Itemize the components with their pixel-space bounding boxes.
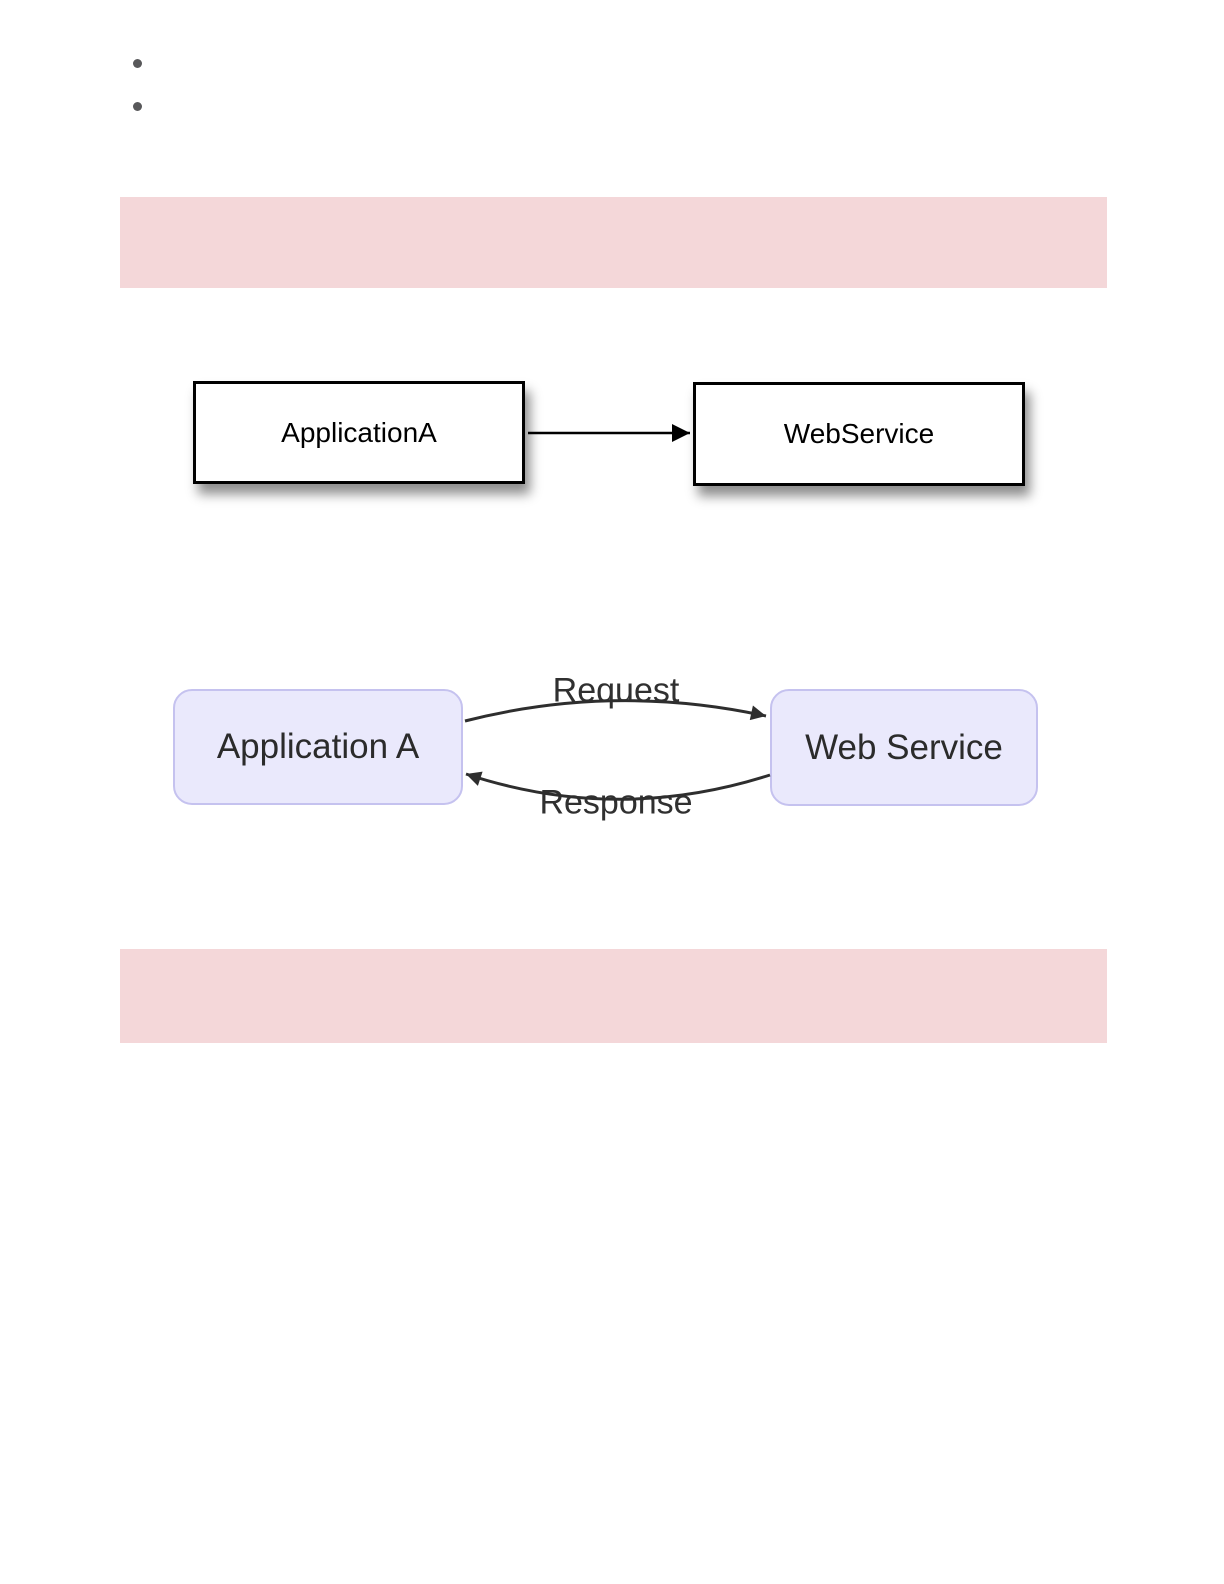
node-application-a: Application A	[173, 689, 463, 805]
edge-label-response: Response	[539, 783, 693, 822]
node-webservice: WebService	[693, 382, 1025, 486]
node-application-a-label: Application A	[216, 727, 420, 766]
bullet-marker	[133, 102, 142, 111]
node-applicationa: ApplicationA	[193, 381, 525, 484]
node-web-service-label: Web Service	[805, 727, 1003, 767]
node-applicationa-label: ApplicationA	[281, 416, 437, 448]
node-webservice-label: WebService	[783, 418, 935, 449]
highlight-band-bottom	[120, 949, 1107, 1043]
bullet-marker	[133, 59, 142, 68]
edge-label-request: Request	[552, 671, 680, 710]
node-web-service: Web Service	[770, 689, 1038, 806]
highlight-band-top	[120, 197, 1107, 288]
